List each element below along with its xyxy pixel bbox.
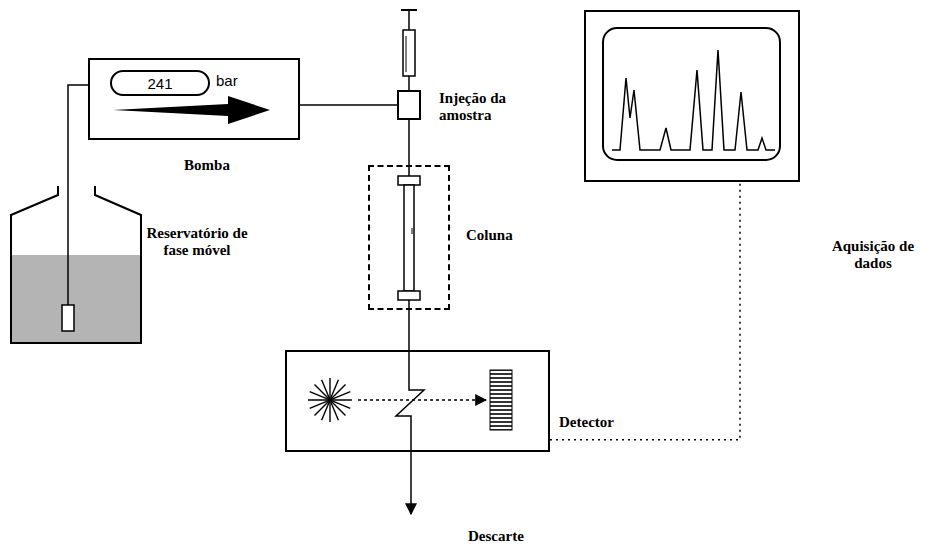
flow-cell [396, 350, 424, 452]
detector-box: Detector [285, 350, 550, 452]
flow-arrow [113, 96, 270, 124]
pressure-value: 241 [147, 75, 172, 92]
column-top-fitting [398, 176, 420, 185]
reservoir-label: Reservatório de fase móvel [145, 225, 249, 260]
column-label: Coluna [466, 227, 513, 244]
monitor-screen [603, 28, 780, 160]
reservoir-bottle: Reservatório de fase móvel [10, 185, 142, 345]
lamp-symbol [308, 378, 352, 422]
data-acquisition-label: Aquisição de dados [818, 238, 928, 273]
high-pressure-line [300, 104, 397, 106]
suction-tube [67, 185, 69, 305]
mobile-phase-liquid [11, 255, 141, 344]
waste-arrow [410, 452, 412, 514]
solvent-line [68, 85, 88, 185]
syringe-plunger-rod [408, 10, 410, 32]
sample-line [408, 120, 410, 165]
column-bottom-fitting [398, 291, 420, 300]
chromatogram-trace [612, 50, 775, 150]
pressure-display: 241 [110, 70, 210, 96]
eluent-line [408, 310, 410, 350]
column-tube [404, 185, 414, 291]
syringe-inner-line [406, 36, 407, 72]
data-monitor: Aquisição de dados [584, 10, 800, 182]
syringe-barrel [403, 30, 415, 76]
light-beam [358, 399, 486, 401]
waste-label: Descarte [468, 528, 524, 545]
syringe-needle [408, 76, 410, 90]
column-oven: Coluna [368, 165, 450, 310]
detector-label: Detector [559, 414, 614, 431]
injector-valve: Injeção da amostra [397, 90, 421, 120]
signal-cable [550, 182, 740, 440]
pressure-unit: bar [216, 72, 238, 89]
column-mark [412, 228, 413, 234]
pump-label: Bomba [147, 157, 267, 174]
injector-label: Injeção da amostra [439, 90, 534, 125]
photodiode-array [490, 370, 512, 430]
pump-box: barBomba241 [88, 58, 300, 140]
inlet-filter [62, 305, 74, 331]
bottle-outline [11, 186, 141, 343]
